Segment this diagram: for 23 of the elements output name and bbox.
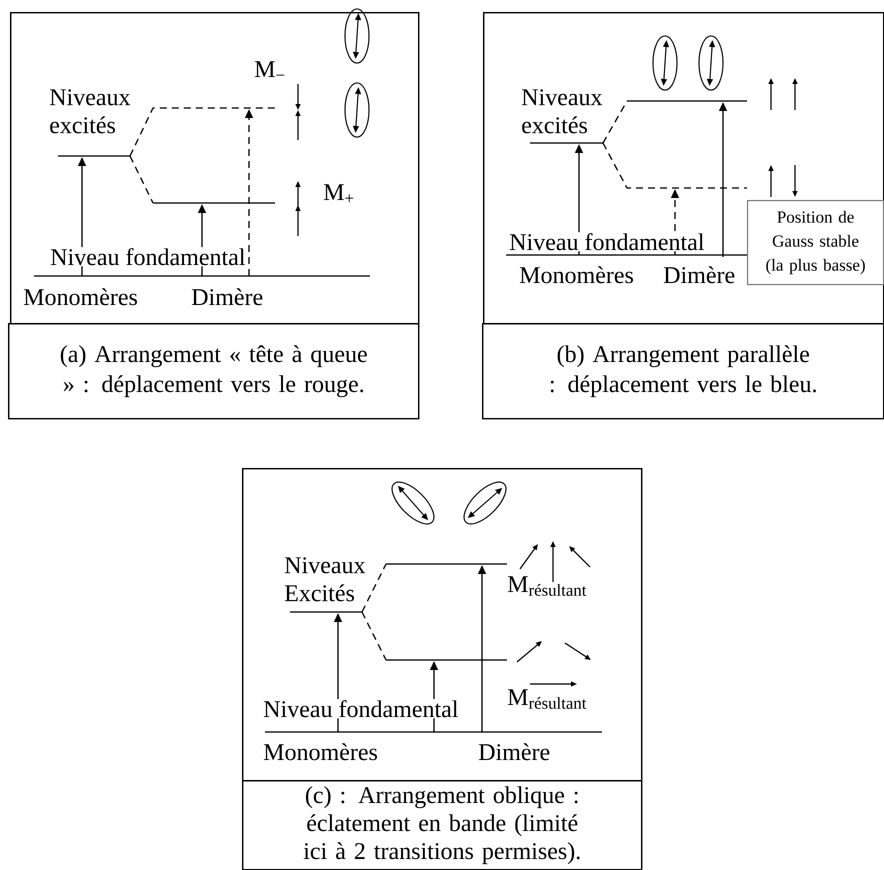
panel-frame — [483, 12, 884, 324]
moment-label: $\text{M}_{\text{résultant}}$ — [508, 576, 586, 596]
note-box: Position de Gauss stable (la plus basse) — [747, 200, 884, 286]
panel-frame — [10, 12, 420, 324]
column-label: Monomères — [24, 288, 137, 306]
panel-frame — [242, 468, 642, 782]
column-label: Dimère — [478, 743, 550, 760]
level-label: Niveau fondamental — [508, 232, 706, 252]
level-label: Niveau fondamental — [262, 699, 460, 718]
level-label: Niveaux excités — [50, 89, 130, 134]
caption-box: (a) Arrangement « tête à queue » : déplacement vers le rouge. — [8, 323, 420, 420]
level-label: Niveaux excités — [522, 89, 602, 134]
caption-box: (c) : Arrangement oblique : éclatement en bande (limité ici à 2 transitions permises). — [242, 780, 642, 870]
level-label: Niveaux Excités — [284, 557, 366, 602]
moment-label: M$_{−}$ — [254, 61, 284, 77]
moment-label: M$_{+}$ — [324, 184, 354, 202]
caption-box: (b) Arrangement parallèle : déplacement vers le bleu. — [482, 323, 884, 420]
column-label: Dimère — [192, 288, 262, 306]
column-label: Monomères — [520, 266, 633, 284]
level-label: Niveau fondamental — [49, 247, 246, 266]
moment-label: $\text{M}_{\text{résultant}}$ — [508, 689, 586, 709]
column-label: Dimère — [664, 266, 734, 284]
column-label: Monomères — [264, 743, 377, 760]
